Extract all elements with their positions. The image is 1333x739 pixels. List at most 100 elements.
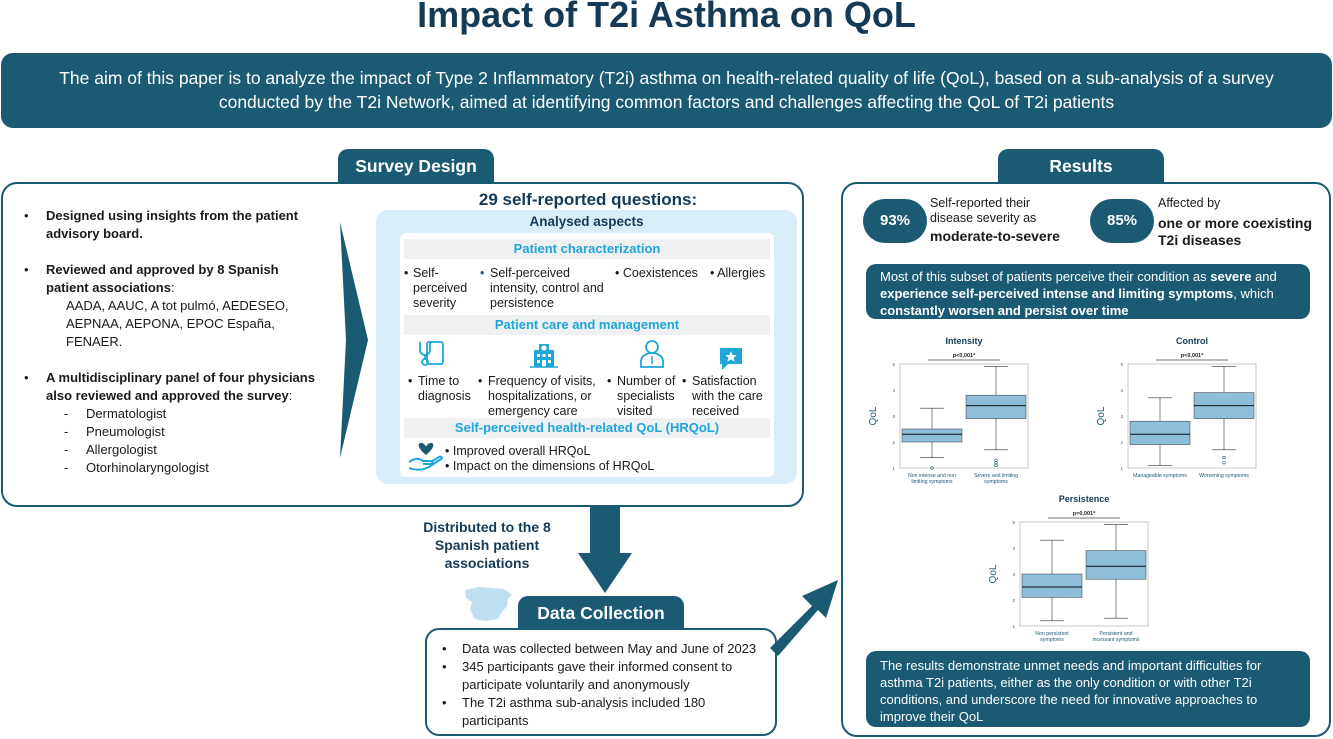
chart-title: Persistence — [1059, 494, 1110, 504]
patient-care-header: Patient care and management — [404, 315, 770, 335]
care-item-2: •Frequency of visits, hospitalizations, … — [478, 374, 596, 418]
x-tick-label: symptoms — [1040, 637, 1064, 642]
chevron-right-icon — [340, 222, 368, 458]
p-value-label: p<0,001* — [1181, 353, 1204, 359]
data-collection-panel — [425, 628, 777, 736]
y-tick-label: 1 — [1120, 466, 1123, 471]
y-tick-label: 3 — [1012, 572, 1015, 577]
stat-93-text: Self-reported their disease severity as … — [930, 196, 1060, 244]
questions-title: 29 self-reported questions: — [478, 190, 698, 209]
p-value-label: p=0,001* — [1073, 511, 1096, 517]
box-iqr — [1085, 550, 1147, 580]
association-list: AADA, AAUC, A tot pulmó, AEDESEO, AEPNAA… — [66, 298, 289, 349]
p-value-label: p<0,001* — [953, 353, 976, 359]
outlier-point — [994, 458, 998, 462]
spain-map-icon — [465, 587, 512, 621]
hospital-icon — [530, 344, 558, 368]
conclusion-box: The results demonstrate unmet needs and … — [866, 651, 1310, 727]
x-tick-label: Manageable symptoms — [1133, 473, 1187, 479]
physician-item: Dermatologist — [86, 406, 167, 421]
x-tick-label: incessant symptoms — [1093, 637, 1140, 642]
y-tick-label: 5 — [892, 362, 895, 367]
box-iqr — [965, 394, 1027, 419]
y-tick-label: 1 — [1012, 624, 1015, 629]
diagonal-arrow-icon — [770, 580, 838, 656]
outlier-point — [994, 461, 998, 465]
survey-design-list: • Designed using insights from the patie… — [22, 207, 322, 477]
outlier-point — [994, 463, 998, 467]
y-tick-label: 2 — [892, 440, 895, 445]
down-arrow-icon — [578, 507, 632, 593]
design-bullet-3: A multidisciplinary panel of four physic… — [46, 370, 315, 403]
x-tick-label: symptoms — [984, 479, 1008, 485]
y-tick-label: 5 — [1120, 362, 1123, 367]
stat-85-text: Affected by one or more coexisting T2i d… — [1158, 196, 1313, 248]
stat-93-badge: 93% — [863, 199, 927, 243]
char-item-2: •Self-perceived intensity, control and p… — [480, 266, 604, 310]
char-item-3: • Coexistences — [615, 266, 698, 280]
stethoscope-icon — [419, 341, 444, 366]
outlier-point — [930, 466, 934, 470]
data-collection-list: •Data was collected between May and June… — [442, 641, 757, 728]
y-axis-label: QoL — [868, 406, 879, 425]
x-tick-label: Persistent and — [1099, 631, 1132, 637]
physician-list: -Dermatologist -Pneumologist -Allergolog… — [64, 406, 209, 475]
subset-summary: Most of this subset of patients perceive… — [866, 264, 1310, 319]
y-axis-label: QoL — [1096, 406, 1107, 425]
stat-85-badge: 85% — [1090, 199, 1154, 243]
box-iqr — [1129, 420, 1191, 445]
box-iqr — [901, 428, 963, 443]
care-item-4: •Satisfaction with the care received — [682, 374, 763, 418]
y-tick-label: 5 — [1012, 520, 1015, 525]
collection-item: The T2i asthma sub-analysis included 180… — [462, 695, 706, 728]
y-tick-label: 2 — [1012, 598, 1015, 603]
collection-item: Data was collected between May and June … — [462, 641, 757, 656]
outlier-point — [1222, 455, 1226, 460]
y-tick-label: 4 — [1012, 546, 1015, 551]
hrqol-item-2: • Impact on the dimensions of HRQoL — [445, 459, 655, 473]
care-item-3: •Number of specialists visited — [607, 374, 676, 418]
design-bullet-1: Designed using insights from the patient… — [46, 208, 299, 241]
collection-item: 345 participants gave their informed con… — [462, 659, 733, 692]
box-iqr — [1021, 573, 1083, 598]
page-title: Impact of T2i Asthma on QoL — [417, 0, 916, 35]
doctor-icon — [640, 340, 664, 368]
char-item-4: • Allergies — [710, 266, 766, 280]
distributed-text: Distributed to the 8 Spanish patient ass… — [423, 519, 551, 571]
patient-characterization-header: Patient characterization — [404, 239, 770, 259]
care-item-1: •Time to diagnosis — [408, 374, 471, 403]
physician-item: Otorhinolaryngologist — [86, 460, 209, 475]
design-bullet-2: Reviewed and approved by 8 Spanish patie… — [46, 262, 279, 295]
chart-title: Control — [1176, 336, 1208, 346]
data-collection-tab: Data Collection — [518, 596, 684, 630]
hand-heart-icon — [408, 442, 443, 471]
outlier-point — [1222, 461, 1226, 465]
aim-banner: The aim of this paper is to analyze the … — [1, 53, 1332, 128]
y-tick-label: 4 — [892, 388, 895, 393]
analysed-title: Analysed aspects — [529, 214, 644, 229]
x-tick-label: Non persistent — [1035, 631, 1069, 637]
y-tick-label: 4 — [1120, 388, 1123, 393]
x-tick-label: Worsening symptoms — [1199, 473, 1249, 479]
x-tick-label: Non intense and non — [908, 473, 956, 479]
x-tick-label: Severe and limiting — [974, 473, 1018, 479]
plot-frame — [1019, 521, 1149, 627]
plot-frame — [1127, 363, 1257, 469]
y-tick-label: 1 — [892, 466, 895, 471]
star-rating-icon — [720, 348, 742, 370]
survey-design-tab: Survey Design — [338, 149, 494, 183]
results-tab: Results — [998, 149, 1164, 183]
physician-item: Allergologist — [86, 442, 157, 457]
chart-title: Intensity — [945, 336, 982, 346]
y-tick-label: 3 — [892, 414, 895, 419]
hrqol-header: Self-perceived health-related QoL (HRQoL… — [404, 418, 770, 438]
x-tick-label: limiting symptoms — [911, 479, 953, 485]
physician-item: Pneumologist — [86, 424, 165, 439]
y-axis-label: QoL — [988, 564, 999, 583]
y-tick-label: 3 — [1120, 414, 1123, 419]
y-tick-label: 2 — [1120, 440, 1123, 445]
hrqol-item-1: • Improved overall HRQoL — [445, 444, 591, 458]
plot-frame — [899, 363, 1029, 469]
char-item-1: •Self-perceived severity — [404, 266, 468, 310]
